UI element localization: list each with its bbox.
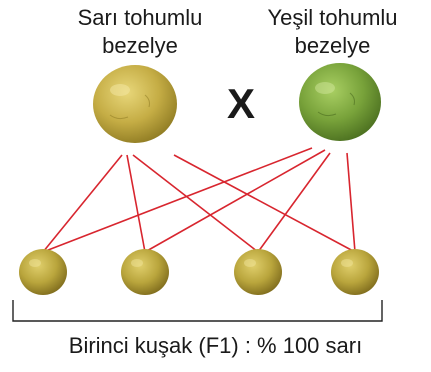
cross-symbol: X xyxy=(226,80,255,127)
cross-lines xyxy=(42,147,356,253)
yellow-parent-pea xyxy=(93,65,177,143)
cross-line xyxy=(257,152,331,253)
cross-line xyxy=(132,154,259,253)
green-parent-label: Yeşil tohumlu bezelye xyxy=(240,4,425,60)
cross-line xyxy=(346,152,356,253)
offspring-bracket xyxy=(12,300,383,322)
result-caption: Birinci kuşak (F1) : % 100 sarı xyxy=(68,333,363,358)
cross-line xyxy=(173,154,356,253)
offspring-pea xyxy=(331,249,379,295)
yellow-parent-label-line2: bezelye xyxy=(102,33,178,58)
yellow-parent-label: Sarı tohumlu bezelye xyxy=(55,4,225,60)
offspring-pea xyxy=(234,249,282,295)
yellow-parent-label-line1: Sarı tohumlu xyxy=(77,5,203,30)
offspring-pea xyxy=(121,249,169,295)
cross-line xyxy=(42,147,313,253)
green-parent-label-line2: bezelye xyxy=(294,33,371,58)
green-parent-label-line1: Yeşil tohumlu xyxy=(267,5,398,30)
cross-line xyxy=(126,154,146,253)
green-parent-pea xyxy=(299,63,381,141)
cross-line xyxy=(42,154,123,253)
offspring-pea xyxy=(19,249,67,295)
cross-line xyxy=(144,149,326,253)
